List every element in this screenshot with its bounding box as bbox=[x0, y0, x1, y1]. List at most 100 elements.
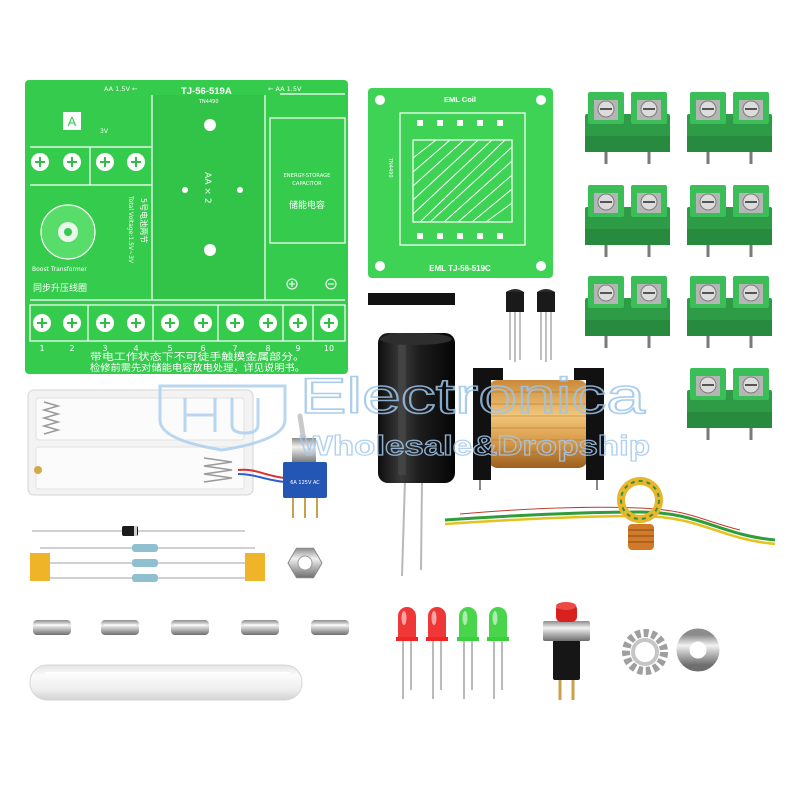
push-button bbox=[543, 602, 590, 700]
battery-pad-3 bbox=[95, 152, 115, 172]
heat-shrink-bar bbox=[368, 293, 455, 305]
coil-pads-top bbox=[417, 120, 503, 126]
transistor-top bbox=[506, 289, 524, 292]
terminal-pad-5 bbox=[160, 313, 180, 333]
terminal-number: 3 bbox=[102, 344, 107, 353]
shield-logo-mark bbox=[183, 398, 260, 435]
winding bbox=[471, 188, 513, 223]
transistor-legs bbox=[540, 312, 552, 362]
winding bbox=[443, 160, 513, 223]
coil-outline bbox=[399, 112, 526, 246]
coil-pad bbox=[417, 120, 423, 126]
terminal-block bbox=[685, 366, 774, 442]
terminal-number: 2 bbox=[69, 344, 74, 353]
corner-hole bbox=[375, 95, 385, 105]
holder-contact bbox=[34, 466, 42, 474]
resistor-body bbox=[132, 574, 158, 582]
red-thin-wire bbox=[459, 506, 741, 531]
capacitor-sheen bbox=[398, 345, 406, 475]
terminal-pad-1 bbox=[32, 313, 52, 333]
battery-pad-2 bbox=[62, 152, 82, 172]
coil-winding-lines bbox=[412, 139, 513, 223]
red-led bbox=[425, 606, 449, 700]
terminal-row-outline bbox=[29, 304, 346, 342]
a-label-box bbox=[63, 112, 81, 130]
nut-hole bbox=[297, 555, 313, 571]
axial-components bbox=[30, 526, 265, 582]
transformer-label-en: Boost Transformer bbox=[32, 266, 87, 273]
core-top-left bbox=[473, 368, 503, 380]
hex-nut bbox=[287, 547, 323, 579]
metal-pin bbox=[310, 619, 350, 636]
washer-teeth bbox=[622, 629, 668, 675]
green-led bbox=[456, 606, 480, 700]
terminal-number: 9 bbox=[295, 344, 300, 353]
coil-bobbin-lines bbox=[628, 529, 654, 543]
main-board-code: TN4490 bbox=[198, 99, 219, 105]
coil-pcb: EML Coil bbox=[368, 88, 553, 278]
switch-rating: 6A 125V AC bbox=[290, 480, 320, 486]
green-wire bbox=[444, 510, 776, 542]
terminal-pad-2 bbox=[62, 313, 82, 333]
boost-transformer bbox=[473, 368, 604, 490]
watermark-brand: Electronica bbox=[300, 368, 645, 424]
winding bbox=[412, 139, 437, 159]
capacitor-body bbox=[378, 333, 455, 483]
terminal-number: 6 bbox=[200, 344, 205, 353]
terminal-number: 10 bbox=[324, 344, 334, 353]
terminal-pad-7 bbox=[225, 313, 245, 333]
transistor-body bbox=[506, 292, 524, 312]
red-wire bbox=[237, 468, 286, 479]
silkscreen-lines bbox=[29, 93, 346, 342]
battery-count-cn: 5号电池两节 bbox=[139, 198, 149, 243]
coil-pad bbox=[457, 120, 463, 126]
blue-wire bbox=[237, 473, 286, 483]
metal-pin bbox=[100, 619, 140, 636]
tape-strip-left bbox=[30, 553, 50, 581]
capacitor-lead bbox=[401, 479, 406, 577]
green-led bbox=[486, 606, 510, 700]
terminal-pad-3 bbox=[95, 313, 115, 333]
coil-board-title: EML Coil bbox=[444, 95, 476, 104]
transformer-hole bbox=[64, 228, 72, 236]
terminal-number: 5 bbox=[167, 344, 172, 353]
coil-pad bbox=[477, 233, 483, 239]
terminal-block bbox=[583, 183, 672, 259]
winding bbox=[485, 202, 513, 223]
metal-pin bbox=[32, 619, 72, 636]
winding-strands bbox=[490, 391, 586, 453]
coil-pad bbox=[417, 233, 423, 239]
terminal-block bbox=[685, 90, 774, 166]
battery-holder bbox=[27, 389, 286, 496]
a-label: A bbox=[68, 114, 77, 129]
diode-band bbox=[134, 526, 137, 536]
via-hole bbox=[182, 187, 188, 193]
battery-pad-1 bbox=[30, 152, 50, 172]
capacitor-outline bbox=[269, 117, 346, 244]
transistor bbox=[506, 289, 524, 362]
coil-pad bbox=[437, 233, 443, 239]
flat-washer bbox=[676, 628, 720, 672]
holder-slot-top bbox=[35, 397, 245, 441]
terminal-pad-6 bbox=[193, 313, 213, 333]
red-led bbox=[395, 606, 419, 700]
watermark-tagline: Wholesale&Dropship bbox=[300, 430, 650, 461]
corner-hole bbox=[536, 261, 546, 271]
coil-board-model: EML TJ-56-519C bbox=[429, 264, 491, 273]
right-battery-label: ← AA 1.5V bbox=[268, 85, 302, 93]
tape-strip-right bbox=[245, 553, 265, 581]
corner-hole bbox=[375, 261, 385, 271]
warning-line-1: 带电工作状态下不可徒手触摸金属部分。 bbox=[90, 351, 305, 363]
minus-mark bbox=[325, 278, 337, 290]
transistor-body bbox=[537, 292, 555, 312]
terminal-numbers: 1 2 3 4 5 6 7 8 9 10 bbox=[39, 344, 334, 353]
boost-transformer-footprint bbox=[40, 204, 96, 260]
battery-pad-4 bbox=[126, 152, 146, 172]
button-nut bbox=[543, 621, 590, 641]
terminal-block bbox=[583, 90, 672, 166]
plus-mark bbox=[286, 278, 298, 290]
coil-pads-bottom bbox=[417, 233, 503, 239]
capacitor-top bbox=[380, 333, 452, 345]
winding bbox=[412, 139, 493, 215]
